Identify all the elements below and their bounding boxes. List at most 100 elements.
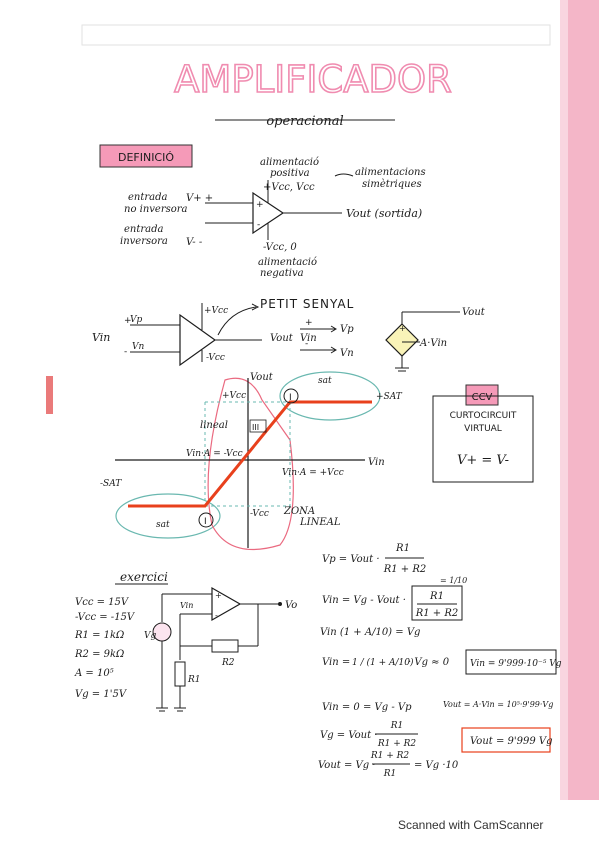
definicio-badge <box>99 144 193 168</box>
saturation-region-top <box>279 371 381 421</box>
svg-text:R1: R1 <box>383 769 397 779</box>
vcc-top-label: +Vcc, Vcc <box>263 182 315 193</box>
svg-text:A = 10⁵: A = 10⁵ <box>74 668 114 679</box>
opamp-small-signal <box>179 313 217 367</box>
svg-text:Vout: Vout <box>270 333 294 344</box>
svg-text:Vp: Vp <box>340 324 354 335</box>
svg-text:R2: R2 <box>221 658 235 668</box>
alim-positiva-1: alimentació <box>260 157 319 168</box>
vout-sortida-label: Vout (sortida) <box>346 207 422 220</box>
saturation-region-bottom <box>115 493 221 539</box>
svg-text:Vin =: Vin = <box>322 657 350 668</box>
svg-text:Vin = Vg - Vout ·: Vin = Vg - Vout · <box>322 595 406 606</box>
linear-zone-outline <box>207 377 294 551</box>
svg-text:-: - <box>124 347 127 357</box>
page-subtitle: operacional <box>266 114 343 129</box>
definicio-badge-text: DEFINICIÓ <box>118 151 174 164</box>
svg-text:Vcc = 15V: Vcc = 15V <box>75 597 130 608</box>
svg-text:Vin: Vin <box>92 331 110 344</box>
left-tab-marker <box>46 376 53 414</box>
transfer-curve <box>128 400 372 508</box>
svg-text:Vin: Vin <box>180 601 193 610</box>
svg-text:-: - <box>305 339 308 349</box>
svg-text:R2 = 9kΩ: R2 = 9kΩ <box>74 649 124 660</box>
vplus-label: V+ + <box>186 193 213 204</box>
svg-text:Vout = Vg ·: Vout = Vg · <box>318 760 376 771</box>
svg-text:I: I <box>289 393 292 403</box>
svg-text:VIRTUAL: VIRTUAL <box>464 424 502 434</box>
svg-text:Vp: Vp <box>130 315 142 325</box>
svg-text:I: I <box>204 517 207 527</box>
svg-text:Vout: Vout <box>462 307 486 318</box>
svg-text:III: III <box>252 423 259 432</box>
svg-text:Vin = 0 = Vg - Vp: Vin = 0 = Vg - Vp <box>322 702 412 713</box>
svg-text:+: + <box>399 324 406 333</box>
svg-text:R1 + R2: R1 + R2 <box>383 564 427 575</box>
svg-text:LINEAL: LINEAL <box>299 517 341 528</box>
svg-text:Vin = 9'999·10⁻⁵ Vg: Vin = 9'999·10⁻⁵ Vg <box>470 659 562 669</box>
petit-senyal-title: PETIT SENYAL <box>260 297 354 311</box>
svg-text:Vo: Vo <box>285 600 297 611</box>
svg-text:-: - <box>257 220 260 230</box>
svg-text:V+ = V-: V+ = V- <box>457 453 509 468</box>
svg-text:+: + <box>124 316 132 326</box>
svg-text:Vg = Vout ·: Vg = Vout · <box>320 730 378 741</box>
svg-text:+SAT: +SAT <box>376 392 403 402</box>
svg-text:1 / (1 + A/10): 1 / (1 + A/10) <box>352 657 414 668</box>
alim-negativa-2: negativa <box>260 268 304 279</box>
svg-text:R1 = 1kΩ: R1 = 1kΩ <box>74 630 124 641</box>
svg-text:+: + <box>256 200 264 210</box>
right-edge-pink-strip <box>565 0 599 800</box>
svg-text:ZONA: ZONA <box>283 506 315 517</box>
svg-text:-: - <box>215 611 218 620</box>
svg-text:Vin (1 + A/10) = Vg: Vin (1 + A/10) = Vg <box>320 627 420 638</box>
scanner-footer: Scanned with CamScanner <box>398 818 544 832</box>
svg-text:CURTOCIRCUIT: CURTOCIRCUIT <box>450 411 517 421</box>
svg-text:Vin: Vin <box>300 333 317 344</box>
svg-text:-SAT: -SAT <box>100 479 122 489</box>
ccv-badge <box>465 384 499 406</box>
svg-text:R1: R1 <box>187 675 201 685</box>
svg-text:-Vcc: -Vcc <box>250 509 269 519</box>
svg-text:+: + <box>305 318 313 328</box>
in-noninv-2: no inversora <box>124 204 188 215</box>
svg-text:Vin: Vin <box>368 457 385 468</box>
result-box-2 <box>461 727 551 753</box>
alim-negativa-1: alimentació <box>258 257 317 268</box>
svg-text:Vn: Vn <box>132 342 144 352</box>
svg-text:Vout: Vout <box>250 372 274 383</box>
svg-text:Vg: Vg <box>144 631 156 641</box>
svg-text:CCV: CCV <box>472 392 493 403</box>
svg-text:A·Vin: A·Vin <box>419 338 447 349</box>
svg-text:Vn: Vn <box>340 348 354 359</box>
svg-text:-Vcc: -Vcc <box>206 353 225 363</box>
svg-text:-Vcc = -15V: -Vcc = -15V <box>75 612 136 623</box>
svg-text:· Vg ≈ 0: · Vg ≈ 0 <box>408 657 450 668</box>
svg-text:R1: R1 <box>395 543 410 554</box>
page-title: AMPLIFICADOR <box>174 58 452 101</box>
ccv-box <box>432 395 534 483</box>
top-frame <box>81 24 551 46</box>
svg-text:Vin·A = +Vcc: Vin·A = +Vcc <box>282 468 344 478</box>
svg-text:Vin·A = -Vcc: Vin·A = -Vcc <box>186 449 243 459</box>
in-noninv-1: entrada <box>128 192 168 203</box>
result-box-1 <box>465 649 557 675</box>
alim-positiva-2: positiva <box>270 168 310 179</box>
svg-text:Vout = A·Vin = 10⁵·9'99·Vg: Vout = A·Vin = 10⁵·9'99·Vg <box>443 700 553 709</box>
alim-simetriques-1: alimentacions <box>355 167 426 178</box>
svg-text:R1 + R2: R1 + R2 <box>377 739 417 749</box>
svg-text:Vp = Vout ·: Vp = Vout · <box>322 554 380 565</box>
svg-text:Vout = 9'999 Vg: Vout = 9'999 Vg <box>470 736 553 747</box>
in-inv-1: entrada <box>124 224 164 235</box>
svg-text:+Vcc: +Vcc <box>204 306 228 316</box>
svg-text:R1 + R2: R1 + R2 <box>370 751 410 761</box>
vminus-label: V- - <box>186 237 203 248</box>
svg-text:sat: sat <box>318 376 332 386</box>
svg-text:R1: R1 <box>390 721 404 731</box>
svg-text:R1 + R2: R1 + R2 <box>415 608 459 619</box>
svg-text:Vg = 1'5V: Vg = 1'5V <box>75 689 128 700</box>
opamp-exercise <box>211 586 242 622</box>
svg-text:= 1/10: = 1/10 <box>440 576 467 585</box>
svg-text:+: + <box>215 591 222 600</box>
